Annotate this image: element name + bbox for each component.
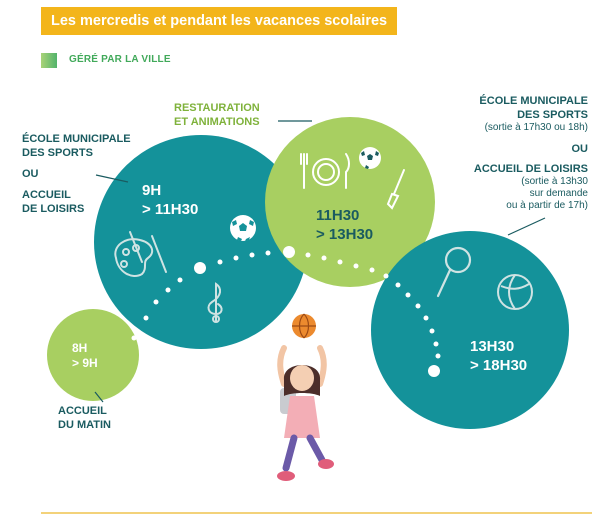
lunch-time-end: > 13H30 — [316, 226, 374, 243]
lunch-time-start: 11H30 — [316, 207, 360, 224]
morning-option1-line2: DES SPORTS — [22, 147, 93, 159]
treble-clef-icon — [207, 282, 223, 323]
afternoon-options: ÉCOLE MUNICIPALE DES SPORTS (sortie à 17… — [474, 94, 588, 212]
morning-time-start: 9H — [142, 182, 162, 199]
matin-time: 8H > 9H — [72, 341, 98, 371]
lunch-time: 11H30 > 13H30 — [316, 206, 373, 244]
child-illustration — [277, 313, 334, 481]
morning-separator: OU — [22, 168, 39, 180]
afternoon-time-start: 13H30 — [470, 338, 515, 355]
morning-option2-line2: DE LOISIRS — [22, 203, 85, 215]
bottom-rule — [41, 512, 592, 514]
afternoon-time: 13H30 > 18H30 — [470, 337, 527, 375]
legend-label: GÉRÉ PAR LA VILLE — [69, 54, 171, 65]
afternoon-option1-note: (sortie à 17h30 ou 18h) — [484, 122, 588, 133]
matin-label-line2: DU MATIN — [58, 419, 111, 431]
circle-matin — [47, 309, 139, 401]
afternoon-option2-note-2: sur demande — [529, 188, 588, 199]
afternoon-option1-line1: ÉCOLE MUNICIPALE — [479, 95, 588, 107]
afternoon-separator: OU — [571, 143, 589, 155]
lunch-label-line2: ET ANIMATIONS — [174, 116, 260, 128]
magnifier-icon — [436, 246, 472, 298]
lunch-label: RESTAURATION ET ANIMATIONS — [174, 101, 260, 129]
palette-icon — [114, 231, 167, 277]
afternoon-option2-note-1: (sortie à 13h30 — [521, 176, 588, 187]
matin-label: ACCUEIL DU MATIN — [58, 404, 111, 432]
morning-option2-line1: ACCUEIL — [22, 189, 71, 201]
morning-time: 9H > 11H30 — [142, 181, 198, 219]
legend-swatch — [41, 53, 57, 68]
matin-label-line1: ACCUEIL — [58, 405, 107, 417]
morning-options: ÉCOLE MUNICIPALE DES SPORTS OU ACCUEIL D… — [22, 132, 131, 216]
morning-time-end: > 11H30 — [142, 201, 199, 218]
brush-icon — [386, 169, 405, 210]
ball-icon — [497, 274, 533, 310]
afternoon-option2: ACCUEIL DE LOISIRS — [473, 163, 588, 175]
matin-time-end: > 9H — [72, 356, 98, 370]
lunch-label-line1: RESTAURATION — [174, 102, 260, 114]
matin-time-start: 8H — [72, 341, 88, 355]
banner-title: Les mercredis et pendant les vacances sc… — [41, 7, 398, 35]
plate-cutlery-icon — [300, 153, 350, 189]
basketball-icon — [292, 313, 316, 339]
afternoon-time-end: > 18H30 — [470, 357, 528, 374]
afternoon-option1-line2: DES SPORTS — [517, 109, 588, 121]
afternoon-option2-note-3: ou à partir de 17h) — [506, 200, 588, 211]
morning-option1-line1: ÉCOLE MUNICIPALE — [22, 133, 131, 145]
soccer-ball-icon-2 — [359, 147, 381, 169]
soccer-ball-icon — [230, 215, 256, 241]
